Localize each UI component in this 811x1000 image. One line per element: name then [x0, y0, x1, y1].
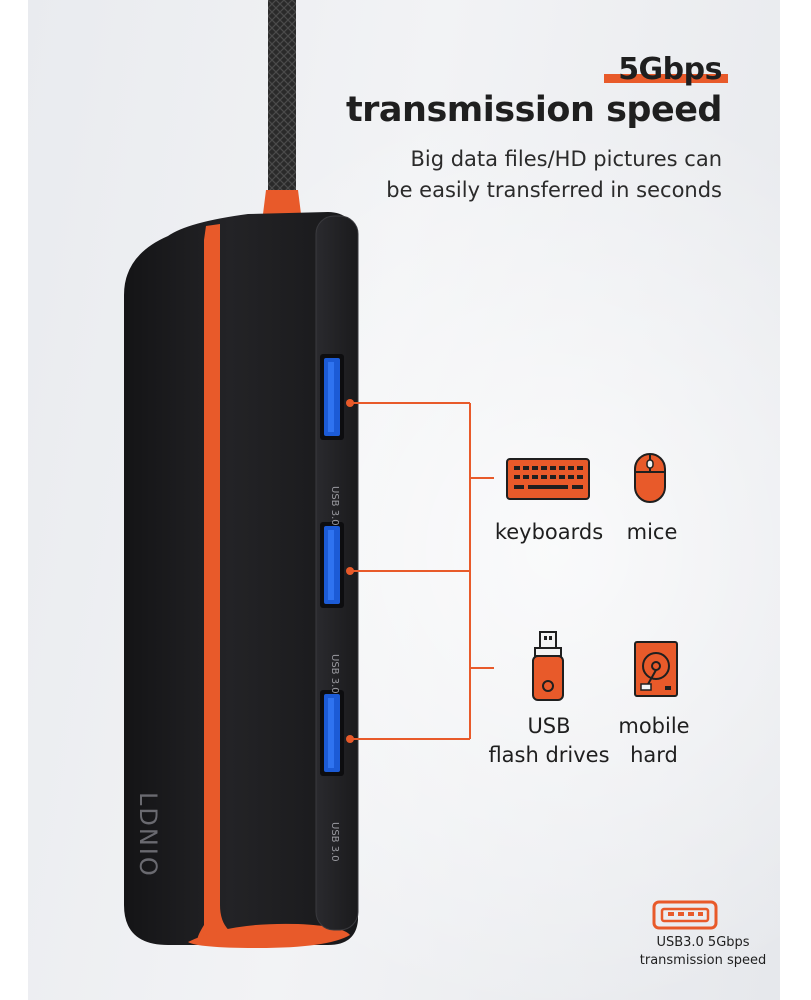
label-mice: mice — [626, 520, 678, 544]
brand-logo: LDNIO — [134, 792, 162, 878]
product-poster: USB 3.0 USB 3.0 USB 3.0 LDNIO 5Gbps tran… — [28, 0, 780, 1000]
hard-drive-icon — [634, 641, 678, 697]
headline-title: transmission speed — [345, 90, 723, 130]
keyboard-icon — [506, 458, 590, 500]
label-usb-flash-drives: USB flash drives — [488, 714, 610, 767]
label-keyboards: keyboards — [494, 520, 604, 544]
label-mobile-hard: mobile hard — [618, 714, 690, 767]
mouse-icon — [634, 453, 666, 503]
usb-port-3 — [320, 690, 344, 776]
port-label-1: USB 3.0 — [329, 486, 340, 526]
usb-port-2 — [320, 522, 344, 608]
port-label-3: USB 3.0 — [329, 822, 340, 862]
braided-cable — [268, 0, 296, 192]
speed-highlight: 5Gbps — [604, 52, 728, 87]
connector-lines — [350, 402, 494, 740]
usb-port-1 — [320, 354, 344, 440]
usb-port-icon — [652, 900, 718, 930]
usb-hub-illustration: USB 3.0 USB 3.0 USB 3.0 LDNIO — [124, 0, 494, 948]
usb-drive-icon — [532, 631, 564, 701]
port-label-2: USB 3.0 — [329, 654, 340, 694]
hub-body — [124, 212, 358, 945]
footer-caption: USB3.0 5Gbps transmission speed — [639, 935, 767, 968]
headline-subtitle: Big data files/HD pictures can be easily… — [386, 147, 722, 202]
bottom-cap — [188, 923, 350, 948]
